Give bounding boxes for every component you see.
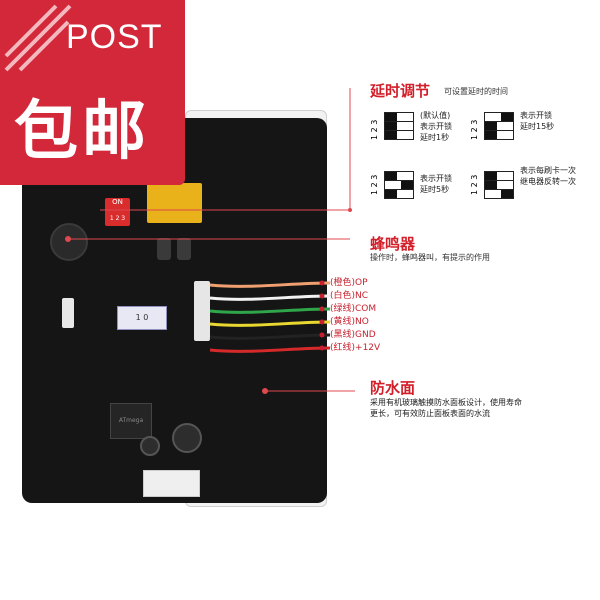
wire-label-com: (绿线)COM: [330, 304, 377, 314]
badge-stripes: [4, 4, 72, 72]
wire-label-op: (橙色)OP: [330, 278, 368, 288]
wire: [209, 307, 331, 314]
delay-subtitle: 可设置延时的时间: [444, 87, 508, 96]
dip-numbers: 1 2 3: [470, 174, 479, 195]
sticker-label: 1 0: [117, 306, 167, 330]
delay-option-3-line: 延时5秒: [420, 185, 450, 194]
dip-switch: ON 1 2 3: [105, 198, 130, 226]
wire-end-dot: [319, 306, 325, 312]
buzzer-icon: [50, 223, 88, 261]
wire: [209, 333, 331, 340]
wire-end-dot: [319, 280, 325, 286]
dip-diagram: [484, 171, 514, 199]
delay-option-3-line: 表示开锁: [420, 174, 452, 183]
delay-option-2-text: 表示开锁 延时15秒: [520, 110, 554, 132]
delay-option-4: 1 2 3 表示每刷卡一次 继电器反转一次: [470, 165, 598, 210]
dip-numbers: 1 2 3: [370, 174, 379, 195]
wire-label-no: (黄线)NO: [330, 317, 369, 327]
wire-labels: (橙色)OP (白色)NC (绿线)COM (黄线)NO (黑线)GND (红线…: [330, 275, 380, 353]
dip-diagram: [384, 171, 414, 199]
delay-title: 延时调节: [370, 82, 431, 100]
wire-end-dot: [319, 332, 325, 338]
badge-post-text: POST: [66, 18, 163, 56]
wire-connector: [194, 281, 210, 341]
wire-end-dot: [319, 345, 325, 351]
wire: [209, 320, 331, 327]
wire: [209, 281, 331, 288]
delay-option-1-text: (默认值) 表示开锁 延时1秒: [420, 110, 452, 143]
delay-option-1-line: 表示开锁: [420, 122, 452, 131]
capacitor: [157, 238, 171, 260]
dip-diagram: [484, 112, 514, 140]
dip-numbers: 1 2 3: [370, 119, 379, 140]
case-bottom-tab: [143, 470, 200, 497]
ic-chip: ATmega: [110, 403, 152, 439]
leader-buzzer-dot: [65, 236, 71, 242]
wire-label-12v: (红线)+12V: [330, 343, 381, 353]
wire-label-gnd: (黑线)GND: [330, 330, 376, 340]
ic-chip-text: ATmega: [118, 417, 144, 424]
electrolytic-capacitor: [172, 423, 202, 453]
capacitor: [177, 238, 191, 260]
dip-switch-numbers: 1 2 3: [109, 215, 126, 222]
buzzer-desc: 操作时，蜂鸣器叫，有提示的作用: [370, 253, 490, 262]
delay-option-1-line: (默认值): [420, 111, 451, 120]
delay-option-4-line: 表示每刷卡一次: [520, 166, 576, 175]
relay: [147, 183, 202, 223]
dip-diagram: [384, 112, 414, 140]
buzzer-title: 蜂鸣器: [370, 235, 416, 253]
delay-option-1-line: 延时1秒: [420, 133, 450, 142]
wire: [209, 294, 331, 301]
delay-option-4-line: 继电器反转一次: [520, 177, 576, 186]
delay-option-1: 1 2 3 (默认值) 表示开锁 延时1秒: [370, 110, 480, 155]
waterproof-desc-line: 更长，可有效防止面板表面的水流: [370, 409, 490, 418]
wire: [209, 346, 331, 353]
delay-option-4-text: 表示每刷卡一次 继电器反转一次: [520, 165, 576, 187]
delay-option-2: 1 2 3 表示开锁 延时15秒: [470, 110, 595, 155]
wire-end-dot: [319, 319, 325, 325]
wire-group: [209, 280, 331, 353]
delay-option-3-text: 表示开锁 延时5秒: [420, 173, 452, 195]
delay-option-3: 1 2 3 表示开锁 延时5秒: [370, 165, 480, 210]
delay-option-2-line: 延时15秒: [520, 122, 555, 131]
capacitor: [140, 436, 160, 456]
leader-waterproof-dot: [262, 388, 268, 394]
wire-end-dot: [319, 293, 325, 299]
delay-option-2-line: 表示开锁: [520, 111, 552, 120]
white-connector: [62, 298, 74, 328]
waterproof-desc-line: 采用有机玻璃触摸防水面板设计，使用寿命: [370, 398, 522, 407]
dip-numbers: 1 2 3: [470, 119, 479, 140]
waterproof-desc: 采用有机玻璃触摸防水面板设计，使用寿命 更长，可有效防止面板表面的水流: [370, 397, 590, 419]
sticker-text: 1 0: [135, 313, 149, 322]
waterproof-title: 防水面: [370, 379, 416, 397]
dip-switch-on-label: ON: [112, 198, 123, 206]
wire-label-nc: (白色)NC: [330, 291, 369, 301]
badge-main-text: 包邮: [14, 95, 150, 169]
